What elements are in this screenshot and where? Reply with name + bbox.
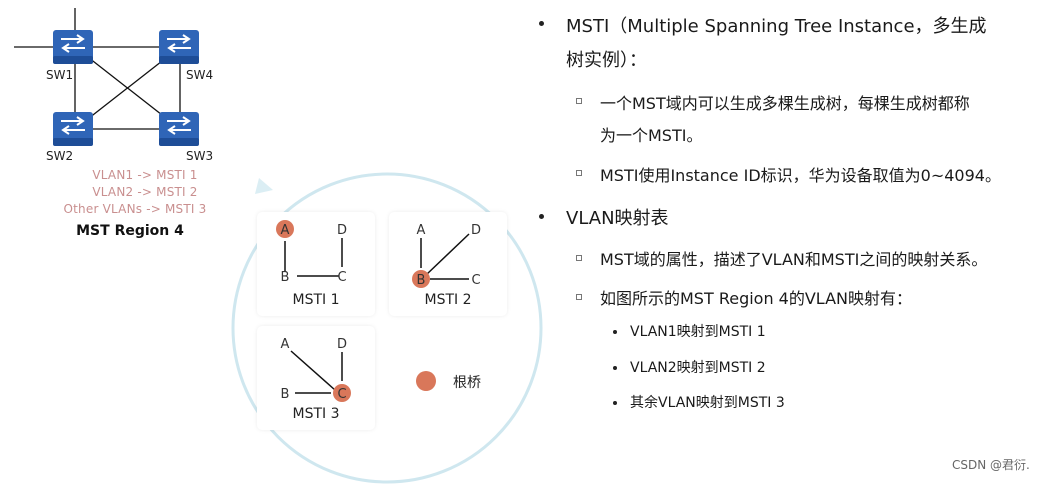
vlan-mapping-line: VLAN2 -> MSTI 2: [92, 185, 198, 199]
node-label: C: [471, 273, 480, 288]
mapping-item: VLAN1映射到MSTI 1: [630, 324, 766, 340]
node-label: C: [337, 387, 346, 402]
sub-bullet-icon: [576, 170, 582, 176]
root-bridge-legend-icon: [416, 371, 436, 391]
list-bullet-icon: [613, 330, 617, 334]
sub-bullet-icon: [576, 294, 582, 300]
node-label: D: [337, 337, 347, 352]
sub-bullet-msti-def-line1: 一个MST域内可以生成多棵生成树，每棵生成树都称: [600, 94, 970, 113]
bullet-msti-line2: 树实例）：: [566, 50, 647, 71]
node-label: D: [471, 223, 481, 238]
bullet-icon: [539, 214, 544, 219]
sub-bullet-region-mapping: 如图所示的MST Region 4的VLAN映射有：: [600, 289, 913, 308]
node-label: D: [337, 223, 347, 238]
node-label: B: [417, 273, 426, 288]
vlan-mapping-line: VLAN1 -> MSTI 1: [92, 168, 198, 182]
msti1-tree: A D B C: [276, 220, 347, 285]
bullet-msti-line1: MSTI（Multiple Spanning Tree Instance，多生成: [566, 16, 987, 37]
sub-bullet-icon: [576, 255, 582, 261]
list-bullet-icon: [613, 366, 617, 370]
legend-label: 根桥: [453, 375, 481, 391]
bullet-icon: [539, 21, 544, 26]
switch-sw3-icon: [159, 112, 199, 146]
msti1-card: A D B C MSTI 1: [257, 212, 375, 316]
node-label: C: [337, 270, 346, 285]
msti-circle-panel: A D B C MSTI 1 A D B C MSTI 2 A D B: [229, 170, 545, 486]
switch-label-sw3: SW3: [186, 149, 214, 163]
sub-bullet-msti-def-line2: 为一个MSTI。: [600, 126, 703, 145]
msti1-title: MSTI 1: [292, 292, 340, 308]
node-label: A: [281, 337, 290, 352]
mapping-item: 其余VLAN映射到MSTI 3: [630, 395, 785, 411]
region-label: MST Region 4: [76, 223, 184, 239]
watermark: CSDN @君衍.: [952, 458, 1030, 472]
msti2-title: MSTI 2: [424, 292, 472, 308]
switch-label-sw4: SW4: [186, 68, 214, 82]
mapping-item: VLAN2映射到MSTI 2: [630, 360, 766, 376]
sub-bullet-icon: [576, 98, 582, 104]
node-label: A: [281, 223, 290, 238]
switch-sw1-icon: [53, 30, 93, 64]
vlan-mapping-line: Other VLANs -> MSTI 3: [63, 202, 207, 216]
switch-label-sw2: SW2: [46, 149, 74, 163]
root-bridge-marker: [276, 220, 294, 238]
switch-sw4-icon: [159, 30, 199, 64]
sub-bullet-mst-attribute: MST域的属性，描述了VLAN和MSTI之间的映射关系。: [600, 250, 988, 269]
msti3-title: MSTI 3: [292, 406, 340, 422]
msti3-card: A D B C MSTI 3: [257, 326, 375, 430]
msti3-tree: A D B C: [281, 337, 351, 402]
switch-label-sw1: SW1: [46, 68, 74, 82]
msti2-card: A D B C MSTI 2: [389, 212, 507, 316]
topology-diagram: SW1 SW4 SW2 SW3 VLAN1 -> MSTI 1 VLAN2 ->…: [0, 0, 225, 252]
node-label: B: [281, 387, 290, 402]
switch-sw2-icon: [53, 112, 93, 146]
list-bullet-icon: [613, 401, 617, 405]
node-label: B: [281, 270, 290, 285]
msti2-tree: A D B C: [412, 223, 481, 288]
sub-bullet-instance-id: MSTI使用Instance ID标识，华为设备取值为0~4094。: [600, 166, 1001, 185]
root-bridge-marker: [333, 384, 351, 402]
topology-links: [14, 8, 199, 146]
root-bridge-marker: [412, 270, 430, 288]
bullet-vlan-mapping: VLAN映射表: [566, 208, 669, 229]
node-label: A: [417, 223, 426, 238]
